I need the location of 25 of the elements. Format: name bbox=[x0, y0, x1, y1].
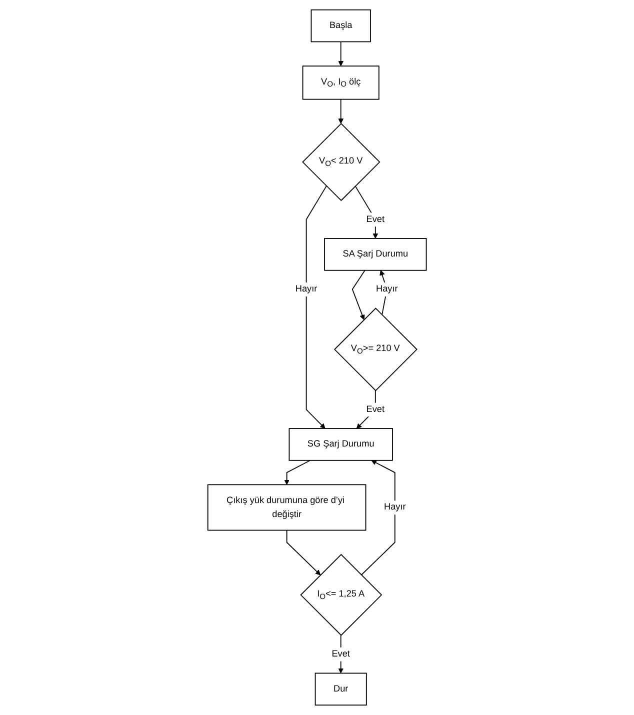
edge-label: Evet bbox=[366, 214, 384, 224]
node-box: SG Şarj Durumu bbox=[288, 428, 393, 461]
node-diamond: I$_{O}$<= 1,25 A bbox=[300, 554, 382, 636]
node-box: Çıkış yük durumuna göre d’yi değiştir bbox=[207, 484, 366, 531]
arrow bbox=[352, 270, 366, 320]
arrow bbox=[356, 390, 376, 429]
arrow bbox=[284, 460, 311, 485]
arrow bbox=[338, 98, 344, 124]
edge-label: Evet bbox=[366, 404, 384, 414]
node-box: SA Şarj Durumu bbox=[324, 238, 427, 271]
arrow bbox=[360, 460, 396, 576]
edge-label: Evet bbox=[332, 648, 350, 659]
edge-label: Hayır bbox=[384, 502, 406, 512]
node-box: V$_{O}$, I$_{O}$ ölç bbox=[302, 66, 380, 100]
node-diamond: V$_{O}$>= 210 V bbox=[334, 308, 418, 392]
arrow bbox=[286, 530, 321, 576]
node-box: Başla bbox=[310, 9, 371, 42]
node-diamond: V$_{O}$< 210 V bbox=[302, 122, 380, 202]
node-box: Dur bbox=[314, 672, 367, 706]
arrow bbox=[354, 186, 378, 239]
edge-label: Hayır bbox=[295, 284, 318, 294]
arrow bbox=[380, 270, 388, 316]
arrow bbox=[306, 186, 327, 429]
edge-label: Hayır bbox=[376, 284, 398, 294]
arrow bbox=[338, 41, 344, 66]
